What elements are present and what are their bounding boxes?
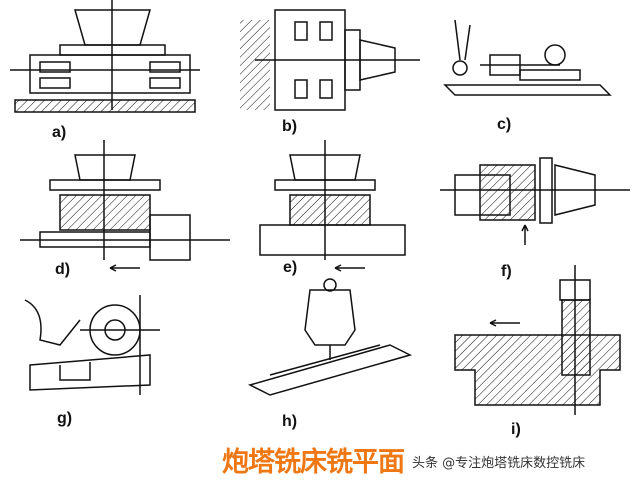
- panel-label-c: c): [497, 116, 512, 133]
- panel-label-i: i): [511, 421, 521, 438]
- sketch-i: [454, 265, 621, 415]
- caption-title: 炮塔铣床铣平面: [222, 447, 405, 478]
- sketch-g: [24, 295, 160, 395]
- panel-label-e: e): [283, 259, 298, 276]
- panel-label-d: d): [55, 261, 71, 278]
- panel-label-a: a): [52, 124, 67, 141]
- sketch-f: [440, 157, 630, 245]
- sketch-b: [240, 9, 420, 111]
- sketch-h: [247, 278, 413, 396]
- sketch-e: [259, 140, 406, 272]
- sketch-d: [20, 140, 230, 272]
- sketch-c: [443, 19, 612, 96]
- sketch-a: [10, 0, 200, 113]
- panel-label-h: h): [282, 413, 298, 430]
- watermark: 头条 @专注炮塔铣床数控铣床: [412, 452, 586, 471]
- panel-label-f: f): [501, 263, 512, 280]
- panel-label-b: b): [282, 118, 298, 135]
- panel-label-g: g): [57, 410, 73, 427]
